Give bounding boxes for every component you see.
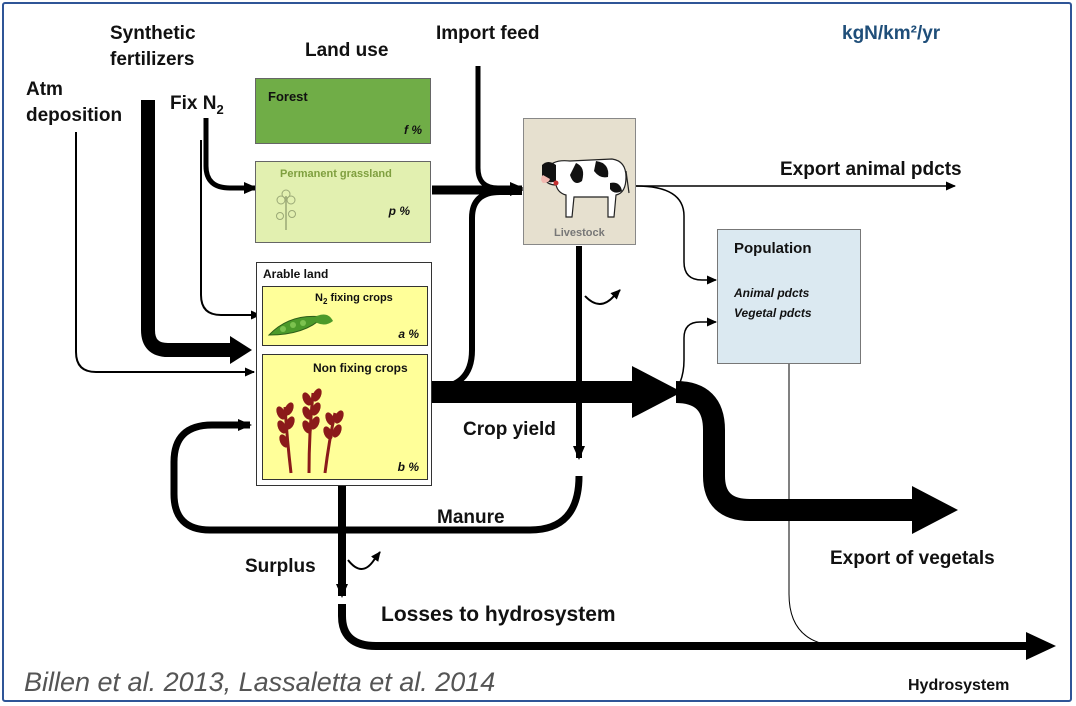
population-label: Population <box>734 240 812 257</box>
n2-fixing-suffix: fixing crops <box>327 292 393 304</box>
synthetic-line2: fertilizers <box>110 49 195 70</box>
units-label: kgN/km²/yr <box>842 23 941 44</box>
citation-text: Billen et al. 2013, Lassaletta et al. 20… <box>24 667 496 697</box>
crop-to-population-flow <box>675 317 717 391</box>
fix-n2-to-crops-flow <box>200 140 261 320</box>
synthetic-line1: Synthetic <box>110 23 196 44</box>
grassland-box: Permanent grassland p % <box>255 161 431 243</box>
n2-fixing-subscript: 2 <box>322 297 328 307</box>
n2-fixing-crops-box: N2 fixing crops a % <box>262 286 428 346</box>
import-feed-flow <box>475 66 524 194</box>
population-box: Population Animal pdcts Vegetal pdcts <box>717 229 861 364</box>
wheat-icon <box>276 388 344 474</box>
atm-deposition-flow <box>75 132 255 377</box>
synthetic-fertilizers-label: Synthetic fertilizers <box>110 22 196 71</box>
forest-box: Forest f % <box>255 78 431 144</box>
hydrosystem-label: Hydrosystem <box>908 677 1010 694</box>
manure-label: Manure <box>437 507 505 528</box>
export-vegetals-flow <box>675 381 920 521</box>
atm-line2: deposition <box>26 105 123 126</box>
surplus-loss-flow <box>347 551 381 570</box>
export-animal-label: Export animal pdcts <box>780 159 962 180</box>
arable-land-label: Arable land <box>263 267 329 281</box>
crop-yield-arrowhead <box>632 366 682 418</box>
grassland-percent: p % <box>388 204 410 218</box>
fix-n2-label: Fix N2 <box>170 92 224 121</box>
fix-n2-prefix: Fix N <box>170 93 217 114</box>
non-fixing-crops-label: Non fixing crops <box>313 361 408 375</box>
forest-percent: f % <box>404 123 422 137</box>
non-fixing-crops-percent: b % <box>397 460 419 474</box>
export-vegetals-arrowhead <box>912 486 958 534</box>
clover-icon <box>276 189 296 230</box>
arable-to-livestock-flow <box>431 189 522 391</box>
synthetic-fertilizer-flow <box>141 100 232 357</box>
synthetic-fertilizer-arrowhead <box>230 336 252 364</box>
fix-n2-subscript: 2 <box>216 101 224 117</box>
livestock-label: Livestock <box>554 227 605 239</box>
population-vegetal-pdcts: Vegetal pdcts <box>734 306 812 320</box>
non-fixing-crops-box: Non fixing crops b % <box>262 354 428 480</box>
atm-deposition-label: Atm deposition <box>26 78 122 127</box>
population-animal-pdcts: Animal pdcts <box>734 286 810 300</box>
surplus-label: Surplus <box>245 556 316 577</box>
manure-return-flow <box>170 419 583 534</box>
livestock-loss-flow <box>584 289 621 305</box>
fix-n2-to-grassland-flow <box>203 118 258 194</box>
pea-pod-icon <box>267 314 333 336</box>
import-feed-label: Import feed <box>436 23 540 44</box>
livestock-box: Livestock <box>523 118 636 245</box>
cow-icon <box>541 158 630 218</box>
n2-fixing-crops-percent: a % <box>398 327 419 341</box>
livestock-to-population-flow <box>635 185 717 285</box>
losses-arrowhead <box>1026 632 1056 660</box>
land-use-label: Land use <box>305 40 389 61</box>
losses-label: Losses to hydrosystem <box>381 603 616 626</box>
export-vegetals-label: Export of vegetals <box>830 548 995 569</box>
crop-yield-label: Crop yield <box>463 419 556 440</box>
forest-label: Forest <box>268 89 308 104</box>
population-to-hydrosystem-flow <box>788 364 837 647</box>
grassland-label: Permanent grassland <box>280 168 392 180</box>
losses-flow <box>338 604 1030 650</box>
n2-fixing-crops-label: N2 fixing crops <box>315 292 393 306</box>
atm-line1: Atm <box>26 79 63 100</box>
n2-fixing-prefix: N <box>315 292 323 304</box>
